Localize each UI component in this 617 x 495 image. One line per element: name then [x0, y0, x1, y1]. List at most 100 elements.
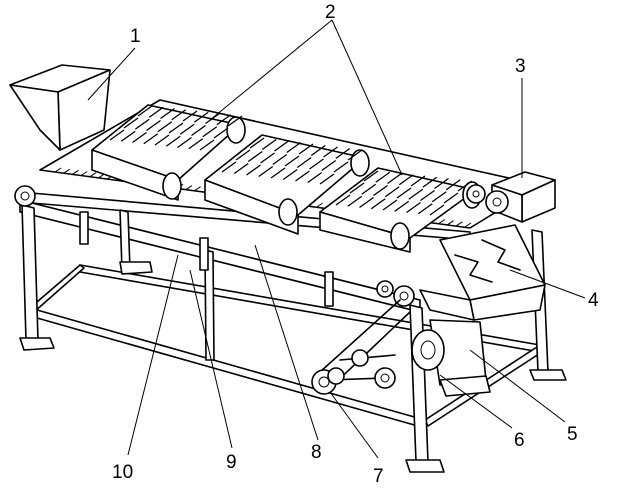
motor-assembly	[376, 280, 491, 397]
sieve-slat	[146, 119, 161, 132]
bed-slat	[316, 202, 323, 208]
sieve-slat	[179, 123, 195, 135]
callout-6: 6	[514, 430, 525, 451]
sieve-slat	[148, 106, 164, 118]
sieve-slat	[309, 158, 324, 170]
sieve-slat	[384, 186, 400, 198]
sieve-slat	[235, 149, 251, 161]
callout-5: 5	[567, 424, 578, 445]
sieve-slat	[382, 199, 398, 211]
callout-8: 8	[311, 442, 322, 463]
sieve-slat	[335, 194, 351, 206]
sieve-slat	[373, 184, 388, 197]
sieve-slat	[284, 155, 300, 167]
discharge-chute	[419, 224, 546, 321]
bed-slat	[63, 168, 71, 174]
hopper	[9, 64, 111, 151]
sieve-slat	[286, 141, 302, 154]
sieve-slat	[261, 138, 277, 151]
sieve-slat	[323, 146, 338, 158]
sieve-slat	[370, 198, 386, 210]
sieve-slat	[274, 140, 289, 152]
sieve-slat	[296, 156, 312, 169]
sieve-slat	[227, 115, 243, 127]
bed-slat	[464, 222, 472, 228]
sieve-slat	[249, 137, 265, 149]
sieve-slat	[422, 176, 438, 188]
sieve-slat	[137, 105, 153, 117]
sieve-slat	[216, 114, 232, 126]
sieve-slat	[420, 189, 435, 202]
sieve-frame-1	[91, 104, 246, 201]
sieve-slat	[321, 159, 337, 172]
sieve-slat	[168, 122, 184, 134]
sieve-slat	[443, 192, 459, 204]
sieve-slat	[272, 153, 288, 166]
bed-slat	[185, 185, 193, 190]
sieve-slat	[431, 191, 447, 203]
sieve-slat	[160, 107, 175, 120]
sieve-slat	[396, 187, 412, 199]
sieve-slat	[295, 170, 310, 182]
sieve-slat	[199, 139, 215, 151]
callout-7: 7	[373, 466, 384, 487]
sieve-slat	[363, 170, 379, 182]
sieve-slat	[361, 183, 377, 195]
belt-drive	[311, 299, 411, 395]
bed-slat	[89, 172, 97, 178]
sieve-slat	[417, 203, 433, 215]
sieve-slat	[394, 200, 410, 212]
sieve-slat	[143, 133, 159, 145]
sieve-slat	[182, 110, 198, 122]
drive-box	[466, 171, 556, 223]
sieve-slat	[258, 165, 274, 178]
sieve-slat	[347, 195, 363, 207]
bed-slat	[194, 186, 201, 192]
callout-3: 3	[515, 56, 526, 77]
sieve-slat	[134, 118, 150, 130]
sieve-slat	[213, 127, 229, 139]
bed-slat	[438, 219, 446, 224]
sieve-slat	[188, 138, 204, 150]
sieve-slat	[270, 167, 286, 179]
callout-2: 2	[325, 2, 336, 23]
callout-1: 1	[130, 26, 141, 47]
callout-10: 10	[112, 462, 133, 483]
callout-4: 4	[588, 290, 599, 311]
sieve-slat	[191, 124, 206, 137]
sieve-slat	[410, 175, 426, 187]
sieve-slat	[247, 150, 263, 163]
callout-labels: 1 2 3 4 5 6 7 8 9 10	[112, 2, 599, 487]
sieve-slat	[193, 111, 209, 123]
sieve-slat	[359, 196, 374, 209]
sieve-slat	[202, 126, 218, 138]
sieve-slat	[434, 177, 449, 190]
sieve-slat	[310, 144, 326, 157]
bed-slat	[54, 167, 62, 173]
sieve-slat	[246, 164, 261, 176]
sieve-slat	[375, 171, 391, 183]
bed-slat	[455, 221, 463, 227]
sieve-slat	[387, 172, 402, 185]
bed-slat	[447, 220, 454, 226]
sieve-slat	[347, 149, 363, 161]
sieve-slat	[333, 161, 349, 173]
sieve-slat	[457, 180, 473, 192]
sieve-slat	[123, 117, 139, 129]
callout-9: 9	[226, 452, 237, 473]
sieve-slat	[335, 147, 351, 160]
bed-slat	[80, 171, 88, 176]
sieve-slat	[221, 161, 237, 173]
sieve-slat	[307, 171, 323, 184]
sieve-slat	[319, 173, 335, 185]
sieve-slat	[260, 152, 275, 164]
sieve-slat	[398, 174, 414, 186]
sieve-slat	[109, 129, 125, 141]
sieve-slat	[157, 121, 173, 133]
sieve-slat	[429, 204, 445, 216]
sieve-slat	[120, 130, 136, 142]
sieve-slat	[233, 162, 249, 175]
sieve-slat	[171, 109, 187, 121]
sieve-slat	[298, 143, 314, 155]
